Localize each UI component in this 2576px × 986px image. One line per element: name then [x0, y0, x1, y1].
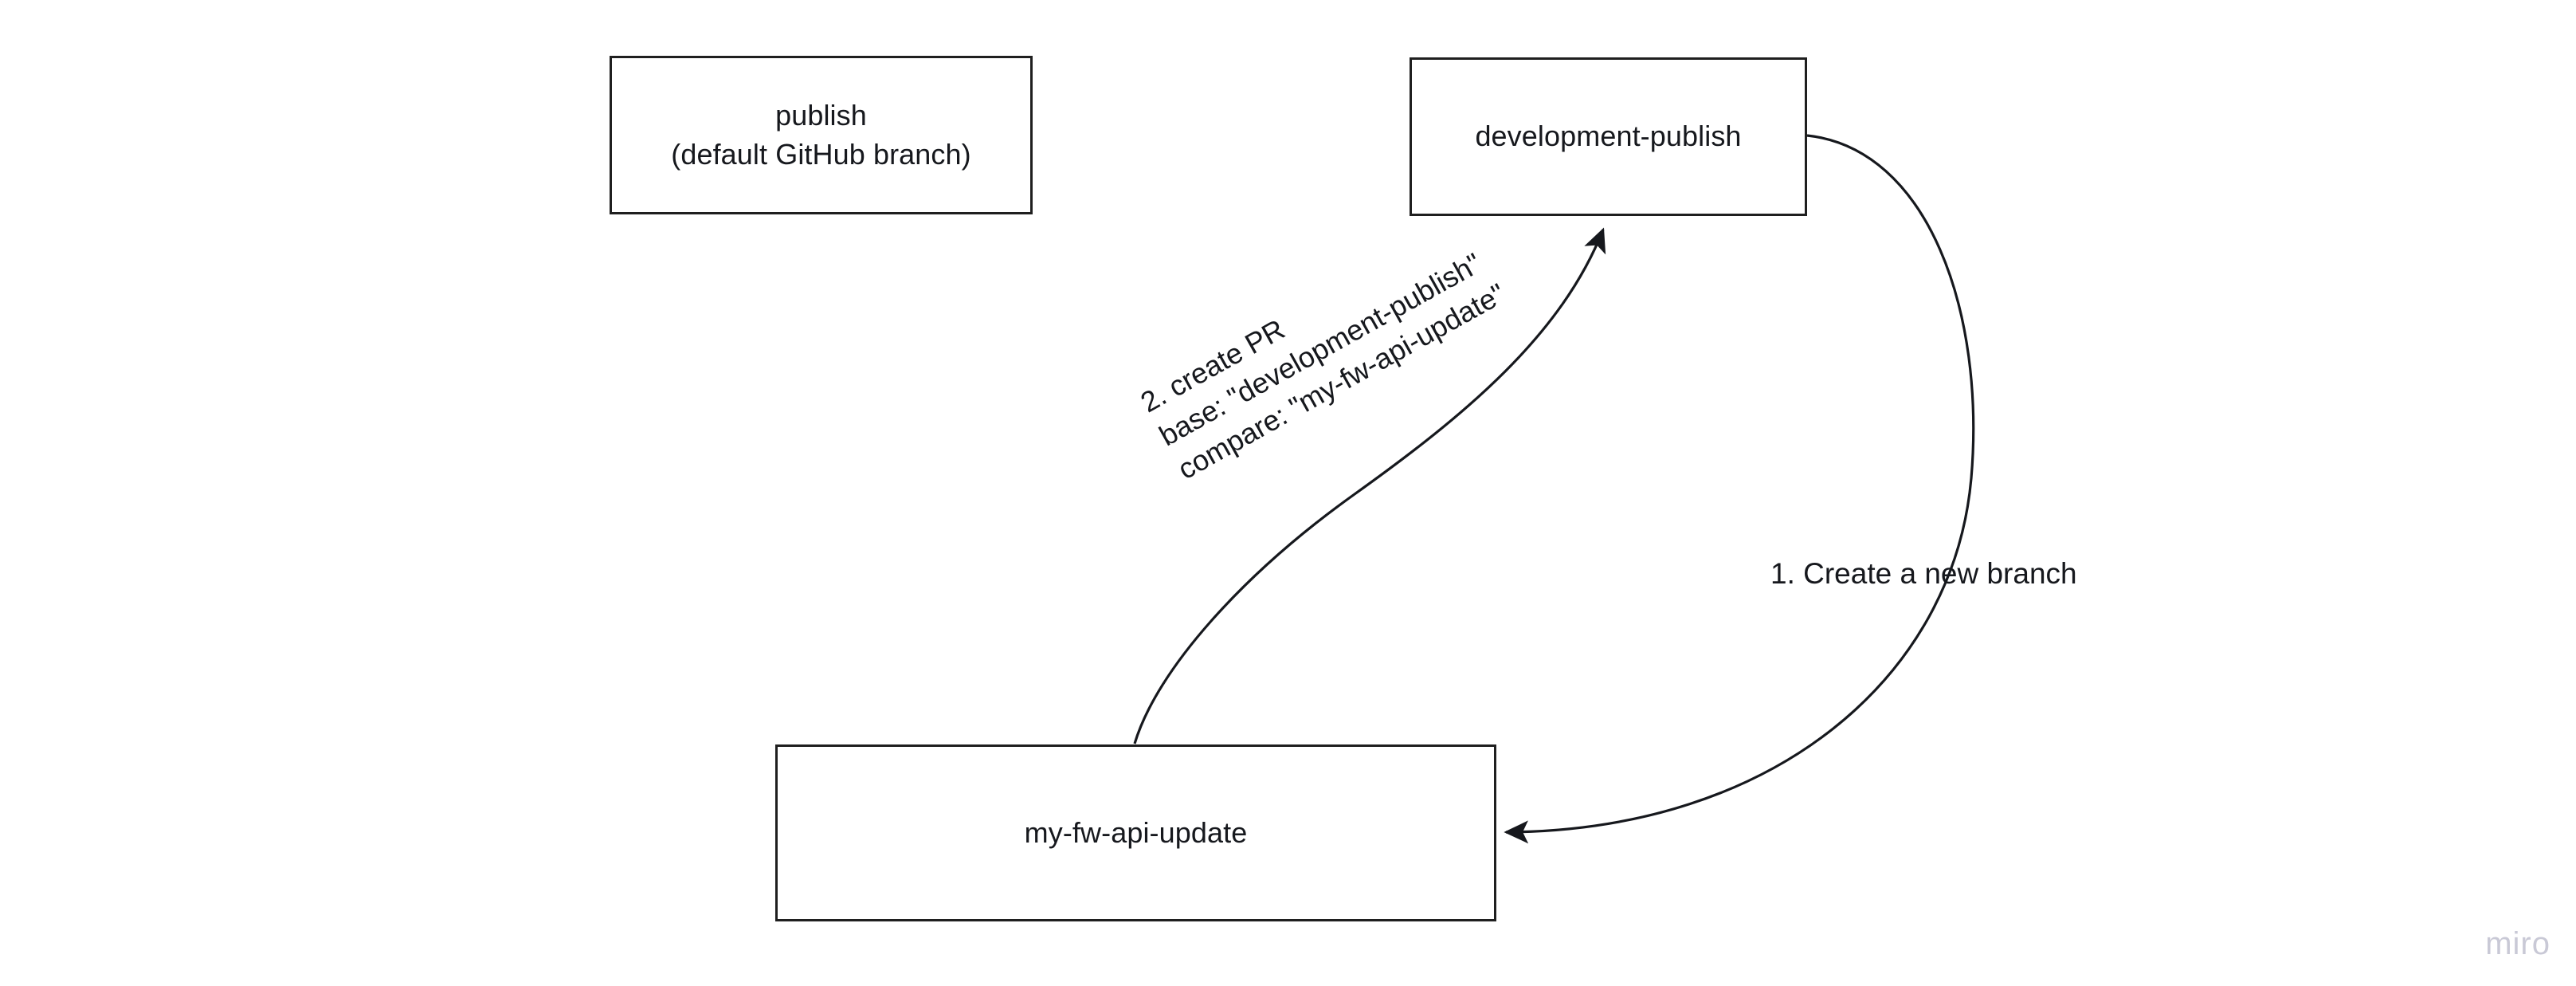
edge-label-create-pr: 2. create PR base: "development-publish"…: [1135, 246, 1511, 485]
miro-watermark-logo: miro: [2485, 926, 2551, 961]
node-my-fw-api-update[interactable]: my-fw-api-update: [775, 744, 1496, 921]
node-my-fw-api-update-label: my-fw-api-update: [1024, 815, 1248, 849]
node-publish-label: publish (default GitHub branch): [671, 98, 971, 171]
node-publish[interactable]: publish (default GitHub branch): [610, 56, 1033, 214]
edge-create-branch-path: [1504, 134, 1975, 844]
node-development-publish[interactable]: development-publish: [1410, 57, 1807, 216]
node-development-publish-label: development-publish: [1475, 120, 1742, 153]
edge-label-create-branch: 1. Create a new branch: [1770, 557, 2077, 590]
